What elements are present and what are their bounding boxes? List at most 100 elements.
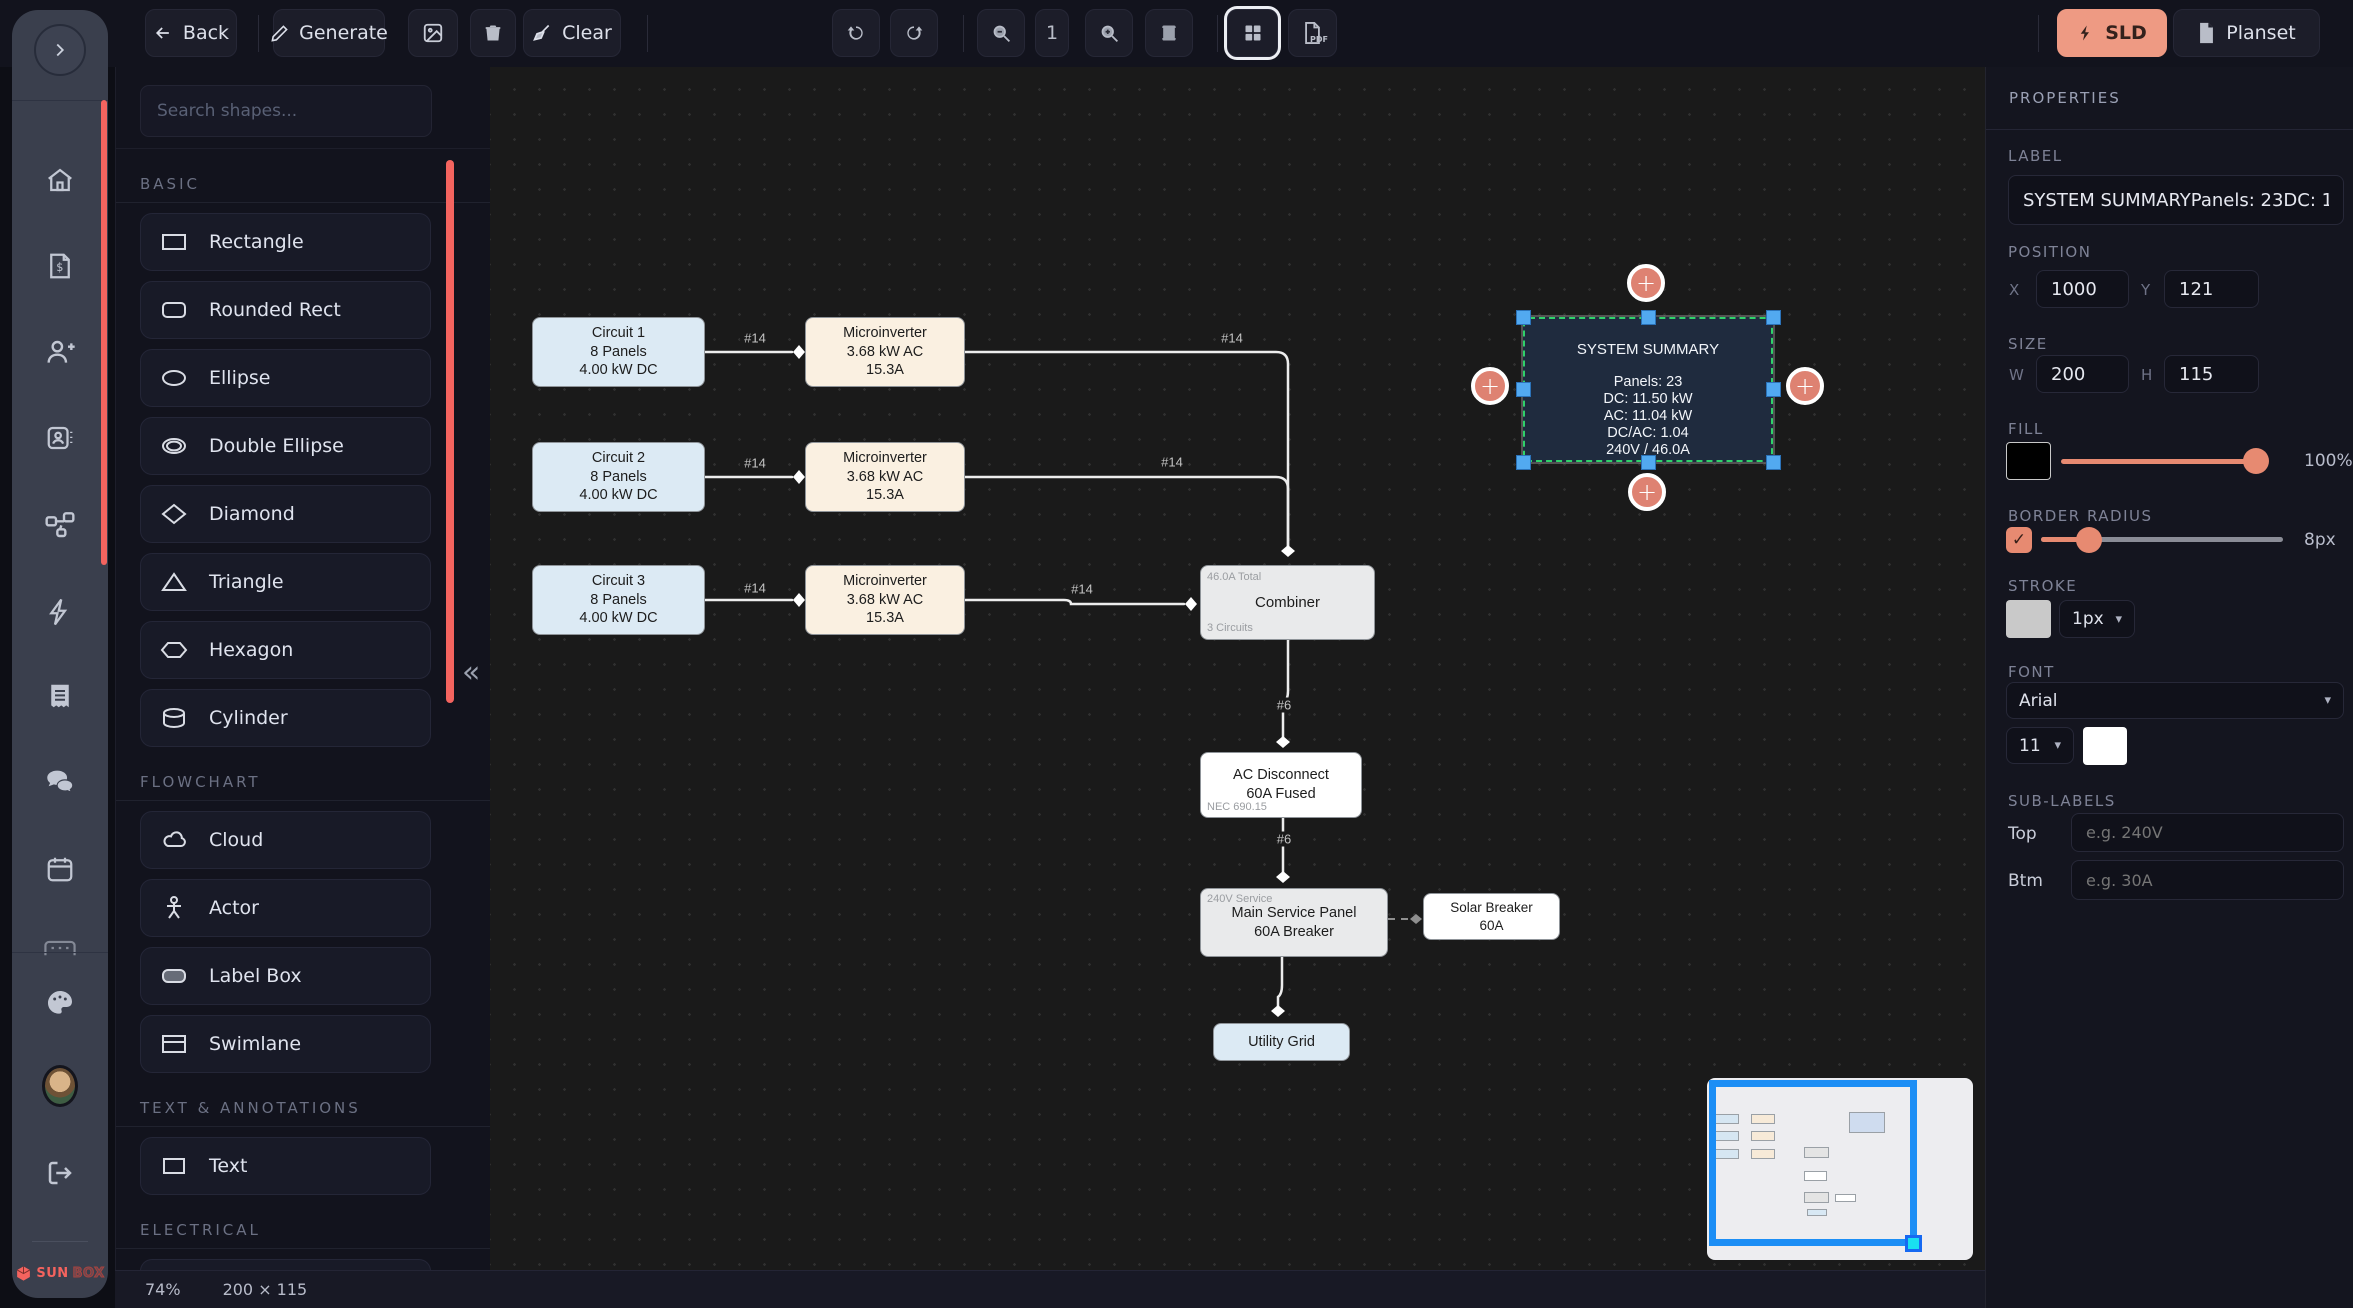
nav-calendar[interactable] [42, 851, 78, 887]
nav-keyboard[interactable] [42, 930, 78, 966]
node-combiner[interactable]: 46.0A Total Combiner 3 Circuits [1200, 565, 1375, 640]
resize-handle-se[interactable] [1766, 455, 1781, 470]
sld-mode-button[interactable]: SLD [2057, 9, 2167, 57]
h-input[interactable] [2164, 355, 2259, 393]
resize-handle-e[interactable] [1766, 382, 1781, 397]
add-node-left-button[interactable]: + [1471, 367, 1509, 405]
label-input[interactable] [2008, 175, 2344, 225]
add-node-top-button[interactable]: + [1627, 264, 1665, 302]
resize-handle-sw[interactable] [1516, 455, 1531, 470]
zoom-in-button[interactable] [1085, 9, 1133, 57]
radius-checkbox[interactable]: ✓ [2006, 527, 2032, 553]
minimap[interactable] [1707, 1078, 1973, 1260]
nav-invoices[interactable]: $ [42, 248, 78, 284]
radius-knob[interactable] [2076, 527, 2102, 553]
node-system-summary-selected[interactable]: SYSTEM SUMMARY Panels: 23 DC: 11.50 kW A… [1523, 317, 1773, 462]
nav-theme[interactable] [42, 985, 78, 1021]
resize-handle-ne[interactable] [1766, 310, 1781, 325]
font-color-swatch[interactable] [2083, 727, 2127, 765]
x-input[interactable] [2036, 270, 2129, 308]
undo-button[interactable] [832, 9, 880, 57]
logout-button[interactable] [42, 1155, 78, 1191]
node-utility-grid[interactable]: Utility Grid [1213, 1023, 1350, 1061]
shape-item-triangle[interactable]: Triangle [140, 553, 431, 611]
font-family-dropdown[interactable]: Arial ▾ [2006, 682, 2344, 719]
rail-scrollbar[interactable] [101, 100, 107, 565]
shape-item-text[interactable]: Text [140, 1137, 431, 1195]
back-button[interactable]: Back [145, 9, 237, 57]
radius-slider[interactable] [2041, 537, 2283, 542]
clear-button[interactable]: Clear [523, 9, 621, 57]
user-avatar[interactable] [42, 1065, 78, 1107]
rail-expand-button[interactable] [34, 24, 86, 76]
font-size-dropdown[interactable]: 11 ▾ [2006, 727, 2074, 764]
nav-contacts[interactable] [42, 420, 78, 456]
nav-rail: $ [12, 10, 108, 1298]
nav-chat[interactable] [42, 764, 78, 800]
node-microinverter-3[interactable]: Microinverter 3.68 kW AC 15.3A [805, 565, 965, 635]
y-input[interactable] [2164, 270, 2259, 308]
node-circuit-1[interactable]: Circuit 1 8 Panels 4.00 kW DC [532, 317, 705, 387]
toolbar-divider [2038, 15, 2039, 52]
node-microinverter-1[interactable]: Microinverter 3.68 kW AC 15.3A [805, 317, 965, 387]
shape-item-rectangle[interactable]: Rectangle [140, 213, 431, 271]
fill-opacity-knob[interactable] [2243, 448, 2269, 474]
resize-handle-w[interactable] [1516, 382, 1531, 397]
node-label: Circuit 1 [591, 325, 646, 342]
shape-panel-scrollbar[interactable] [446, 160, 454, 703]
lightning-icon [2080, 25, 2090, 41]
zoom-reset-button[interactable]: 1 [1035, 9, 1069, 57]
nav-add-user[interactable] [42, 334, 78, 370]
minimap-viewport[interactable] [1709, 1080, 1917, 1246]
nav-home[interactable] [42, 162, 78, 198]
resize-handle-n[interactable] [1641, 310, 1656, 325]
shape-item-swimlane[interactable]: Swimlane [140, 1015, 431, 1073]
delete-button[interactable] [470, 9, 516, 57]
summary-line: Panels: 23 [1613, 374, 1683, 390]
shape-item-hexagon[interactable]: Hexagon [140, 621, 431, 679]
zoom-out-button[interactable] [977, 9, 1025, 57]
nav-energy[interactable] [42, 594, 78, 630]
shape-item-cloud[interactable]: Cloud [140, 811, 431, 869]
shape-item-label-box[interactable]: Label Box [140, 947, 431, 1005]
fill-color-swatch[interactable] [2006, 442, 2051, 480]
btm-sublabel-input[interactable] [2071, 860, 2344, 900]
node-main-service-panel[interactable]: 240V Service Main Service Panel 60A Brea… [1200, 888, 1388, 957]
stroke-width-dropdown[interactable]: 1px ▾ [2059, 600, 2135, 638]
node-solar-breaker[interactable]: Solar Breaker 60A [1423, 893, 1560, 940]
shape-item-rounded-rect[interactable]: Rounded Rect [140, 281, 431, 339]
add-node-bottom-button[interactable]: + [1628, 473, 1666, 511]
fill-opacity-slider[interactable] [2061, 459, 2256, 464]
w-input[interactable] [2036, 355, 2129, 393]
minimap-resize-handle[interactable] [1905, 1235, 1922, 1252]
resize-handle-nw[interactable] [1516, 310, 1531, 325]
resize-handle-s[interactable] [1641, 455, 1656, 470]
shape-item-double-ellipse[interactable]: Double Ellipse [140, 417, 431, 475]
shape-item-partial[interactable] [140, 1259, 431, 1270]
export-pdf-button[interactable]: PDF [1288, 9, 1337, 57]
add-node-right-button[interactable]: + [1786, 367, 1824, 405]
shape-item-diamond[interactable]: Diamond [140, 485, 431, 543]
shape-item-cylinder[interactable]: Cylinder [140, 689, 431, 747]
search-input[interactable] [140, 85, 432, 137]
shape-item-actor[interactable]: Actor [140, 879, 431, 937]
insert-image-button[interactable] [408, 9, 458, 57]
fit-view-button[interactable] [1145, 9, 1193, 57]
node-circuit-3[interactable]: Circuit 3 8 Panels 4.00 kW DC [532, 565, 705, 635]
shape-item-ellipse[interactable]: Ellipse [140, 349, 431, 407]
top-sublabel-input[interactable] [2071, 813, 2344, 852]
diagram-canvas[interactable]: #14 #14 #14 #14 #14 #14 #6 #6 Circuit 1 … [490, 67, 1985, 1270]
font-size-value: 11 [2019, 735, 2041, 756]
nav-receipts[interactable] [42, 678, 78, 714]
redo-button[interactable] [890, 9, 938, 57]
node-circuit-2[interactable]: Circuit 2 8 Panels 4.00 kW DC [532, 442, 705, 512]
stroke-color-swatch[interactable] [2006, 600, 2051, 638]
planset-button[interactable]: Planset [2173, 9, 2320, 57]
node-microinverter-2[interactable]: Microinverter 3.68 kW AC 15.3A [805, 442, 965, 512]
sld-label: SLD [2105, 22, 2147, 44]
nav-diagrams[interactable] [42, 506, 78, 542]
collapse-panel-button[interactable]: « [462, 655, 481, 690]
grid-toggle-button[interactable] [1227, 9, 1278, 57]
node-ac-disconnect[interactable]: AC Disconnect 60A Fused NEC 690.15 [1200, 752, 1362, 818]
generate-button[interactable]: Generate [271, 9, 388, 57]
